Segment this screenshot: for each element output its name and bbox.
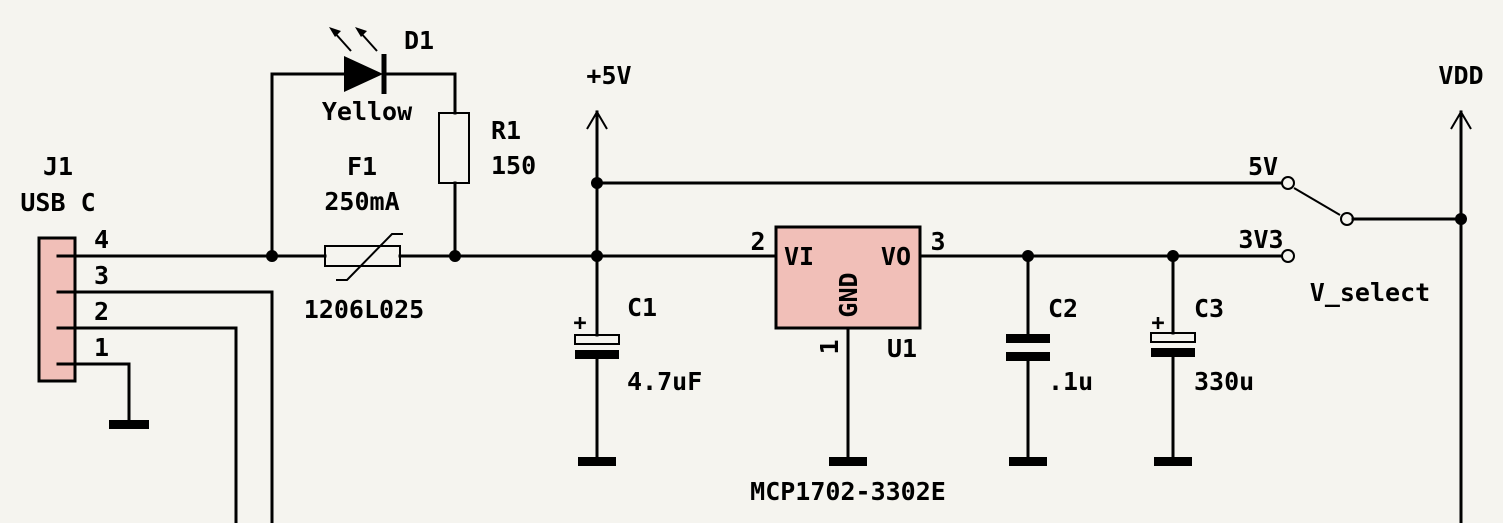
r1-value: 150 (491, 151, 536, 180)
connector-j1[interactable] (37, 236, 77, 383)
switch-pos-5v: 5V (1248, 152, 1278, 181)
junction-dot (1022, 250, 1034, 262)
ground-symbol-j1 (109, 420, 149, 429)
junction-dot (591, 250, 603, 262)
d1-value: Yellow (322, 97, 413, 126)
c1-polarity: + (573, 311, 586, 336)
f1-part: 1206L025 (304, 295, 424, 324)
wire-led-right (381, 72, 457, 115)
j1-pin-2: 2 (94, 297, 109, 326)
c3-polarity: + (1151, 311, 1164, 336)
r1-ref: R1 (491, 116, 521, 145)
switch-v-select[interactable] (1281, 176, 1354, 263)
c2-value: .1u (1048, 367, 1093, 396)
capacitor-c2[interactable] (1006, 334, 1050, 361)
u1-pin-1: 1 (815, 339, 844, 354)
power-5v-label: +5V (586, 61, 631, 90)
ground-symbol-c3 (1154, 457, 1192, 466)
f1-ref: F1 (347, 152, 377, 181)
c2-ref: C2 (1048, 294, 1078, 323)
switch-label: V_select (1310, 278, 1430, 307)
j1-pin-4: 4 (94, 225, 109, 254)
u1-pin-2: 2 (750, 227, 765, 256)
capacitor-c3[interactable] (1150, 332, 1196, 357)
capacitor-c1[interactable] (574, 334, 620, 359)
switch-pos-3v3: 3V3 (1238, 225, 1283, 254)
power-vdd-label: VDD (1438, 61, 1483, 90)
u1-pin-3: 3 (930, 227, 945, 256)
f1-value: 250mA (324, 187, 399, 216)
led-d1[interactable] (329, 27, 387, 94)
j1-ref: J1 (43, 152, 73, 181)
junction-dot (266, 250, 278, 262)
u1-pin-vo: VO (881, 242, 911, 271)
wire-pin3 (73, 290, 274, 523)
c3-value: 330u (1194, 367, 1254, 396)
junctions (266, 177, 1467, 262)
j1-pin-1: 1 (94, 333, 109, 362)
u1-ref: U1 (887, 334, 917, 363)
power-symbol-vdd (1450, 110, 1472, 523)
u1-pin-vi: VI (784, 242, 814, 271)
junction-dot (1167, 250, 1179, 262)
u1-value: MCP1702-3302E (750, 477, 946, 506)
d1-ref: D1 (404, 26, 434, 55)
fuse-f1[interactable] (324, 233, 403, 281)
c1-value: 4.7uF (627, 367, 702, 396)
ground-symbol-c1 (578, 457, 616, 466)
c3-ref: C3 (1194, 294, 1224, 323)
c1-ref: C1 (627, 293, 657, 322)
junction-dot (591, 177, 603, 189)
junction-dot (1455, 213, 1467, 225)
resistor-r1[interactable] (438, 112, 470, 184)
junction-dot (449, 250, 461, 262)
ground-symbol-c2 (1009, 457, 1047, 466)
wire-pin1 (73, 362, 131, 422)
wire-led-left (270, 72, 346, 258)
j1-value: USB C (20, 188, 95, 217)
ground-symbol-u1 (829, 457, 867, 466)
u1-pin-gnd: GND (834, 272, 863, 317)
wire-pin2 (73, 326, 238, 523)
j1-pin-3: 3 (94, 261, 109, 290)
